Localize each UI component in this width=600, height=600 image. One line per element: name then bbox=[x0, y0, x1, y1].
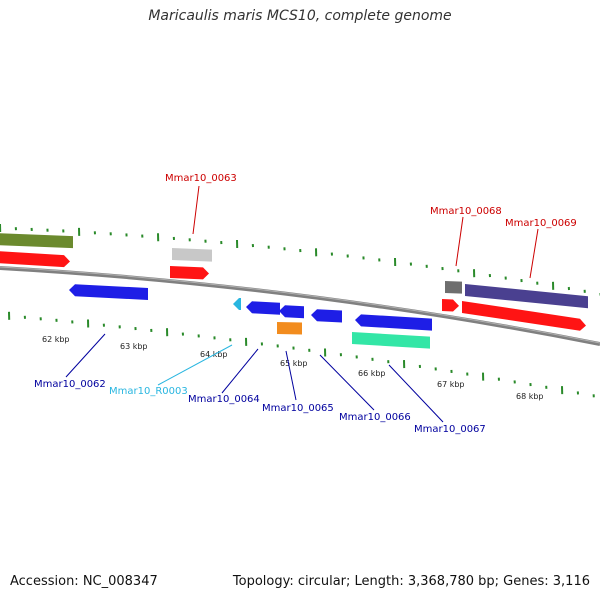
gene-mmar10-0063-gray[interactable] bbox=[172, 248, 212, 262]
gene-red-left-arrow[interactable] bbox=[0, 251, 70, 268]
label-mmar10-0069[interactable]: Mmar10_0069 bbox=[505, 218, 577, 229]
scale-label-63kbp: 63 kbp bbox=[120, 342, 148, 351]
lower-scale-ticks bbox=[8, 311, 595, 398]
label-mmar10-0068[interactable]: Mmar10_0068 bbox=[430, 206, 502, 217]
label-mmar10-0063[interactable]: Mmar10_0063 bbox=[165, 173, 237, 184]
scale-label-62kbp: 62 kbp bbox=[42, 335, 70, 344]
scale-label-66kbp: 66 kbp bbox=[358, 369, 386, 378]
leader-mmar10-0067 bbox=[388, 364, 444, 423]
gene-mmar10-0068-red[interactable] bbox=[442, 299, 459, 312]
gene-mmar10-0063-red[interactable] bbox=[170, 266, 209, 280]
gene-mmar10-0069-navy[interactable] bbox=[465, 284, 588, 309]
scale-label-67kbp: 67 kbp bbox=[437, 380, 465, 389]
genome-backbone bbox=[0, 266, 600, 346]
leader-mmar10-0066 bbox=[319, 354, 375, 411]
leader-mmar10-0064 bbox=[221, 348, 259, 394]
label-mmar10-0062[interactable]: Mmar10_0062 bbox=[34, 379, 106, 390]
gene-mmar10-0067-blue[interactable] bbox=[355, 314, 432, 331]
scale-label-68kbp: 68 kbp bbox=[516, 392, 544, 401]
gene-mmar10-0062[interactable] bbox=[69, 284, 148, 300]
gene-features bbox=[0, 233, 588, 349]
genome-backbone-highlight bbox=[0, 266, 600, 344]
leader-mmar10-0065 bbox=[285, 350, 297, 401]
accession-text: Accession: NC_008347 bbox=[10, 574, 158, 589]
leader-mmar10-0062 bbox=[65, 333, 106, 378]
upper-scale-ticks bbox=[0, 223, 600, 296]
gene-mmar10-0067-teal[interactable] bbox=[352, 332, 430, 349]
gene-olive-segment[interactable] bbox=[0, 233, 73, 249]
page-title: Maricaulis maris MCS10, complete genome bbox=[148, 8, 452, 24]
gene-mmar10-r0003[interactable] bbox=[233, 298, 241, 310]
label-mmar10-0065[interactable]: Mmar10_0065 bbox=[262, 403, 334, 414]
gene-mmar10-0064-b[interactable] bbox=[279, 305, 304, 319]
label-mmar10-0064[interactable]: Mmar10_0064 bbox=[188, 394, 260, 405]
topology-text: Topology: circular; Length: 3,368,780 bp… bbox=[232, 574, 590, 589]
gene-mmar10-0069-red[interactable] bbox=[462, 301, 586, 331]
scale-label-65kbp: 65 kbp bbox=[280, 359, 308, 368]
leader-mmar10-0069 bbox=[529, 228, 539, 279]
gene-mmar10-0064-a[interactable] bbox=[246, 301, 280, 315]
gene-mmar10-0066[interactable] bbox=[311, 309, 342, 323]
label-mmar10-0067[interactable]: Mmar10_0067 bbox=[414, 424, 486, 435]
label-mmar10-0066[interactable]: Mmar10_0066 bbox=[339, 412, 411, 423]
gene-mmar10-0068-gray[interactable] bbox=[445, 281, 462, 294]
gene-mmar10-0065[interactable] bbox=[277, 322, 302, 335]
leader-mmar10-0063 bbox=[192, 185, 200, 235]
leader-mmar10-0068 bbox=[455, 216, 464, 267]
leader-mmar10-r0003 bbox=[157, 344, 233, 386]
label-mmar10-r0003[interactable]: Mmar10_R0003 bbox=[109, 386, 188, 397]
